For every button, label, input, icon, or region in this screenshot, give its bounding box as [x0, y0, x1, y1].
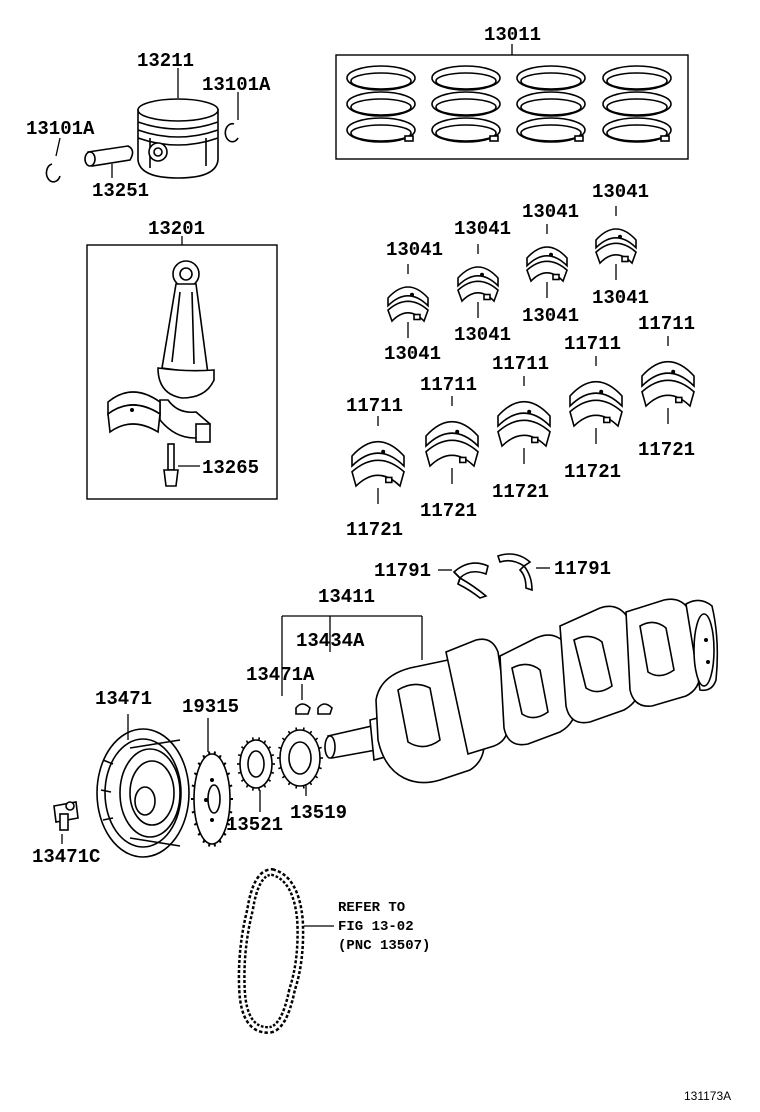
crankshaft-group: 13411 13434A 13471A	[246, 586, 719, 784]
crank-key-b	[295, 703, 311, 715]
thrust-washers: 11791 11791	[374, 553, 611, 599]
label-rod-bearing-1-top: 13041	[386, 239, 443, 261]
connecting-rod-group: 13201 13265	[86, 218, 278, 500]
label-main-bearing-2-bottom: 11721	[420, 500, 477, 522]
label-rod-bearing-1-bottom: 13041	[384, 343, 441, 365]
label-pulley-bolt: 13471C	[32, 846, 100, 868]
ring-set-frame	[335, 54, 689, 160]
ring-stack-4	[602, 65, 672, 143]
label-rod-bearing-3-top: 13041	[522, 201, 579, 223]
label-key-b: 13471A	[246, 664, 315, 686]
thrust-washer-right	[496, 553, 533, 592]
rod-bearing-2	[457, 266, 499, 303]
rod-bearing-4	[595, 228, 637, 265]
label-ring-set: 13011	[484, 24, 541, 46]
label-timing-gear-a: 13521	[226, 814, 283, 836]
label-main-bearing-5-bottom: 11721	[638, 439, 695, 461]
main-bearing-2	[425, 421, 479, 468]
thrust-washer-left	[452, 562, 489, 599]
label-rod-bearing-4-bottom: 13041	[592, 287, 649, 309]
ring-stacks	[346, 65, 672, 143]
rod-bearing-labels: 13041 13041 13041 13041 13041 13041 1304…	[384, 181, 649, 365]
label-thrust-washer-left: 11791	[374, 560, 431, 582]
label-pulley: 13471	[95, 688, 152, 710]
label-connecting-rod: 13201	[148, 218, 205, 240]
label-timing-gear-b: 13519	[290, 802, 347, 824]
label-main-bearing-1-bottom: 11721	[346, 519, 403, 541]
crankshaft-timing-gear-b	[277, 727, 323, 789]
main-bearing-labels: 11711 11721 11711 11721 11711 11721 1171…	[346, 313, 695, 541]
pulley-bolt	[53, 801, 79, 831]
label-main-bearing-2-top: 11711	[420, 374, 477, 396]
crank-signal-plate	[191, 751, 233, 847]
crankshaft	[324, 598, 719, 784]
piston-assembly: 13211 13101A 13101A 13251	[26, 50, 271, 202]
rod-bearings	[387, 206, 637, 338]
label-main-bearing-3-bottom: 11721	[492, 481, 549, 503]
label-rod-bearing-2-top: 13041	[454, 218, 511, 240]
label-main-bearing-1-top: 11711	[346, 395, 403, 417]
main-bearing-3	[497, 401, 551, 448]
rod-bearing-3	[526, 246, 568, 283]
main-bearing-4	[569, 381, 623, 428]
crankshaft-timing-gear-a	[237, 737, 275, 791]
figure-code: 131173A	[684, 1089, 731, 1103]
piston-ring-set: 13011	[335, 24, 689, 160]
rod-bearing-in-frame	[107, 391, 161, 434]
main-bearing-5	[641, 361, 695, 408]
snap-ring-left	[45, 163, 61, 183]
label-main-bearing-4-top: 11711	[564, 333, 621, 355]
label-main-bearing-4-bottom: 11721	[564, 461, 621, 483]
rod-bolt	[163, 443, 179, 487]
label-thrust-washer-right: 11791	[554, 558, 611, 580]
label-key-a: 13434A	[296, 630, 365, 652]
snap-ring-right	[224, 122, 239, 143]
refer-note-line-1: REFER TO	[338, 900, 405, 916]
main-bearings	[351, 336, 695, 504]
label-rod-bearing-4-top: 13041	[592, 181, 649, 203]
piston	[137, 98, 219, 179]
ring-stack-3	[516, 65, 586, 143]
connecting-rod	[157, 260, 215, 443]
ring-stack-1	[346, 65, 416, 143]
label-crankshaft: 13411	[318, 586, 375, 608]
main-bearing-1	[351, 441, 405, 488]
refer-note-line-2: FIG 13-02	[338, 919, 414, 935]
crankshaft-pulley	[96, 728, 190, 858]
label-rod-bearing-3-bottom: 13041	[522, 305, 579, 327]
refer-note-line-3: (PNC 13507)	[338, 938, 430, 954]
crank-key-a	[317, 703, 333, 715]
label-main-bearing-5-top: 11711	[638, 313, 695, 335]
label-signal-plate: 19315	[182, 696, 239, 718]
label-main-bearing-3-top: 11711	[492, 353, 549, 375]
label-rod-bolt: 13265	[202, 457, 259, 479]
label-piston: 13211	[137, 50, 194, 72]
ring-stack-2	[431, 65, 501, 143]
piston-pin	[84, 145, 134, 167]
label-snap-ring-left: 13101A	[26, 118, 95, 140]
label-snap-ring-right: 13101A	[202, 74, 271, 96]
label-piston-pin: 13251	[92, 180, 149, 202]
timing-chain: REFER TO FIG 13-02 (PNC 13507)	[237, 867, 430, 1035]
rod-bearing-1	[387, 286, 429, 323]
label-rod-bearing-2-bottom: 13041	[454, 324, 511, 346]
